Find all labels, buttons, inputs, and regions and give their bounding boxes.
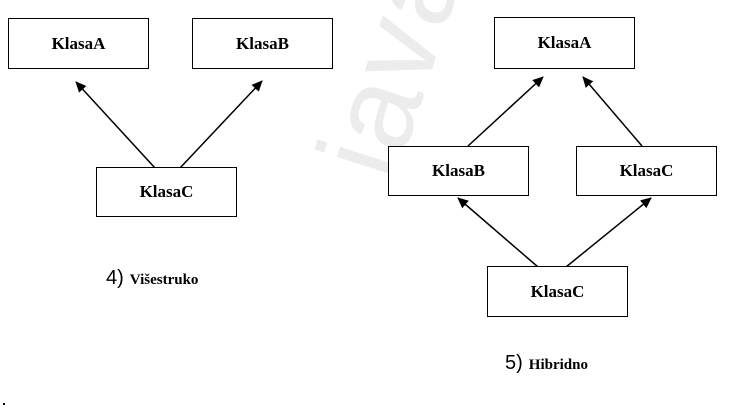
class-box-d-hybrid: KlasaC [487,266,628,317]
caption-number: 5) [505,352,523,374]
caption-hybrid: 5) Hibridno [505,352,588,375]
class-box-a-hybrid: KlasaA [494,17,635,69]
caption-number: 4) [106,267,124,289]
arrow-bottom-to-c-hybrid [565,197,652,268]
class-box-c-hybrid: KlasaC [576,146,717,196]
class-box-c-multiple: KlasaC [96,167,237,217]
class-box-b-multiple: KlasaB [192,18,333,69]
caption-label: Hibridno [528,357,588,373]
class-box-b-hybrid: KlasaB [388,146,529,196]
class-box-a-multiple: KlasaA [8,18,149,69]
arrow-b-to-a-hybrid [467,76,544,147]
arrow-c-to-b-multiple [179,80,263,169]
caption-label: Višestruko [129,272,199,288]
caption-multiple: 4) Višestruko [106,267,198,290]
arrow-c-to-a-multiple [75,81,156,169]
stray-dot [3,403,5,405]
arrow-bottom-to-b-hybrid [457,197,539,268]
arrow-c-to-a-hybrid [582,76,643,147]
